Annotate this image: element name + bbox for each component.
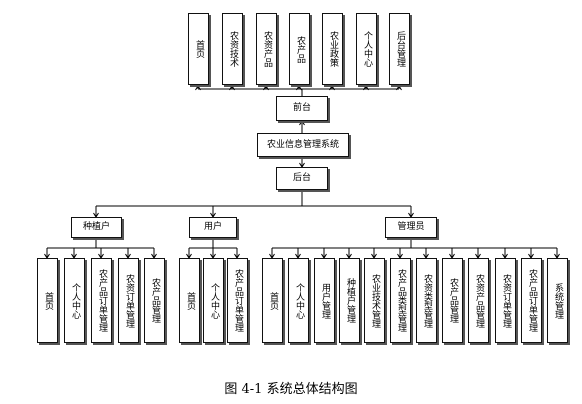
user-module-box: 农产品订单管理 — [227, 258, 248, 343]
admin-module-box: 农产品类型管理 — [390, 258, 411, 343]
planter-module-box: 农资订单管理 — [118, 258, 139, 343]
planter-module-box: 农产品订单管理 — [91, 258, 112, 343]
user-module-box: 首页 — [179, 258, 200, 343]
front-module-box: 农资技术 — [222, 13, 243, 85]
admin-module-box: 农资产品管理 — [468, 258, 489, 343]
front-module-arrow — [229, 85, 235, 91]
front-arrow — [299, 120, 305, 126]
planter-module-label: 农资订单管理 — [124, 273, 134, 328]
admin-module-box: 首页 — [262, 258, 283, 343]
admin-module-box: 种植户管理 — [339, 258, 360, 343]
planter-module-label: 农产品管理 — [150, 278, 160, 323]
admin-module-label: 农资类型管理 — [422, 273, 432, 328]
admin-module-box: 系统管理 — [547, 258, 568, 343]
front-module-arrow — [296, 85, 302, 91]
planter-module-label: 首页 — [43, 291, 53, 310]
user-module-label: 个人中心 — [209, 282, 219, 319]
user-module-box: 个人中心 — [203, 258, 224, 343]
admin-module-label: 农资产品管理 — [474, 273, 484, 328]
system-root-node: 农业信息管理系统 — [257, 133, 349, 157]
planter-module-box: 农产品管理 — [144, 258, 165, 343]
front-module-arrow — [329, 85, 335, 91]
front-module-box: 个人中心 — [356, 13, 377, 85]
user-module-label: 首页 — [185, 291, 195, 310]
front-module-box: 农资产品 — [256, 13, 277, 85]
admin-module-box: 农产品订单管理 — [521, 258, 542, 343]
admin-module-label: 个人中心 — [294, 282, 304, 319]
front-module-box: 后台管理 — [389, 13, 410, 85]
admin-module-label: 系统管理 — [553, 282, 563, 319]
admin-module-box: 农产品管理 — [442, 258, 463, 343]
admin-module-label: 农业技术管理 — [370, 273, 380, 328]
admin-module-box: 用户管理 — [314, 258, 335, 343]
front-module-label: 农资产品 — [262, 31, 272, 67]
user-module-label: 农产品订单管理 — [233, 269, 243, 332]
front-module-box: 农产品 — [289, 13, 310, 85]
front-module-label: 农业政策 — [328, 31, 338, 67]
admin-module-label: 农资订单管理 — [501, 273, 511, 328]
admin-module-label: 农产品管理 — [448, 278, 458, 323]
planter-module-box: 首页 — [37, 258, 58, 343]
admin-module-box: 个人中心 — [288, 258, 309, 343]
admin-module-label: 农产品订单管理 — [527, 269, 537, 332]
back-end-node: 后台 — [276, 167, 328, 190]
admin-module-box: 农资订单管理 — [495, 258, 516, 343]
front-module-arrow — [263, 85, 269, 91]
planter-module-box: 个人中心 — [64, 258, 85, 343]
figure-caption: 图 4-1 系统总体结构图 — [224, 382, 358, 397]
role-admin-node: 管理员 — [385, 217, 437, 238]
admin-module-box: 农资类型管理 — [416, 258, 437, 343]
role-user-node: 用户 — [189, 217, 237, 238]
admin-module-label: 种植户管理 — [345, 278, 355, 323]
front-module-arrow — [363, 85, 369, 91]
front-module-box: 首页 — [188, 13, 209, 85]
planter-module-label: 农产品订单管理 — [97, 269, 107, 332]
admin-module-label: 用户管理 — [320, 282, 330, 319]
planter-module-label: 个人中心 — [70, 282, 80, 319]
front-module-label: 后台管理 — [395, 31, 405, 67]
admin-module-box: 农业技术管理 — [364, 258, 385, 343]
front-module-arrow — [396, 85, 402, 91]
front-end-node: 前台 — [276, 96, 328, 121]
role-planter-node: 种植户 — [71, 217, 122, 238]
front-module-label: 首页 — [194, 40, 204, 58]
front-module-arrow — [195, 85, 201, 91]
front-module-box: 农业政策 — [322, 13, 343, 85]
admin-module-label: 农产品类型管理 — [396, 269, 406, 332]
front-module-label: 农资技术 — [228, 31, 238, 67]
admin-module-label: 首页 — [268, 291, 278, 310]
front-module-label: 个人中心 — [362, 31, 372, 67]
front-module-label: 农产品 — [295, 35, 305, 63]
